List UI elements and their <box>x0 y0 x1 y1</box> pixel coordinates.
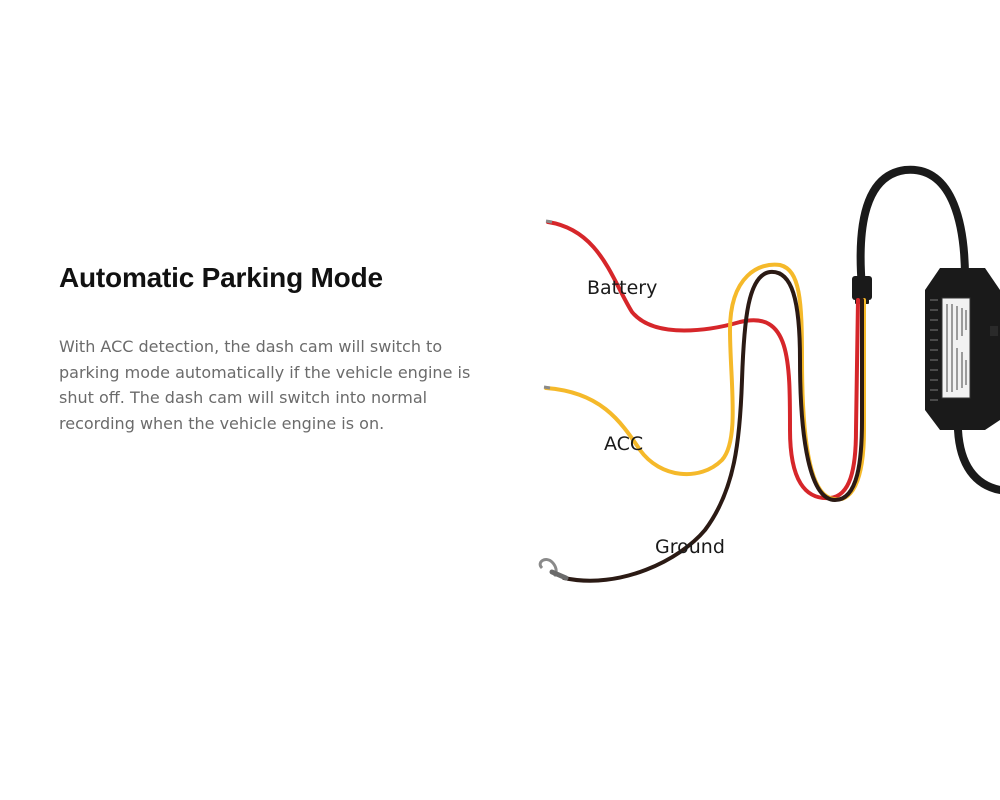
ground-terminal <box>538 558 569 581</box>
section-title: Automatic Parking Mode <box>59 262 383 293</box>
battery-label: Battery <box>587 277 657 299</box>
output-cable <box>954 426 1000 494</box>
battery-wire-tip <box>545 219 553 224</box>
main-cable <box>856 165 969 292</box>
acc-label: ACC <box>604 433 643 455</box>
ground-label: Ground <box>655 536 725 558</box>
text-panel: Automatic Parking Mode With ACC detectio… <box>59 258 509 436</box>
battery-wire <box>546 220 860 501</box>
split-connector <box>852 276 872 300</box>
ground-wire <box>562 269 864 583</box>
acc-wire <box>544 262 866 502</box>
acc-wire-tip <box>543 385 551 390</box>
converter-box <box>925 268 1000 430</box>
section-description: With ACC detection, the dash cam will sw… <box>59 337 471 433</box>
